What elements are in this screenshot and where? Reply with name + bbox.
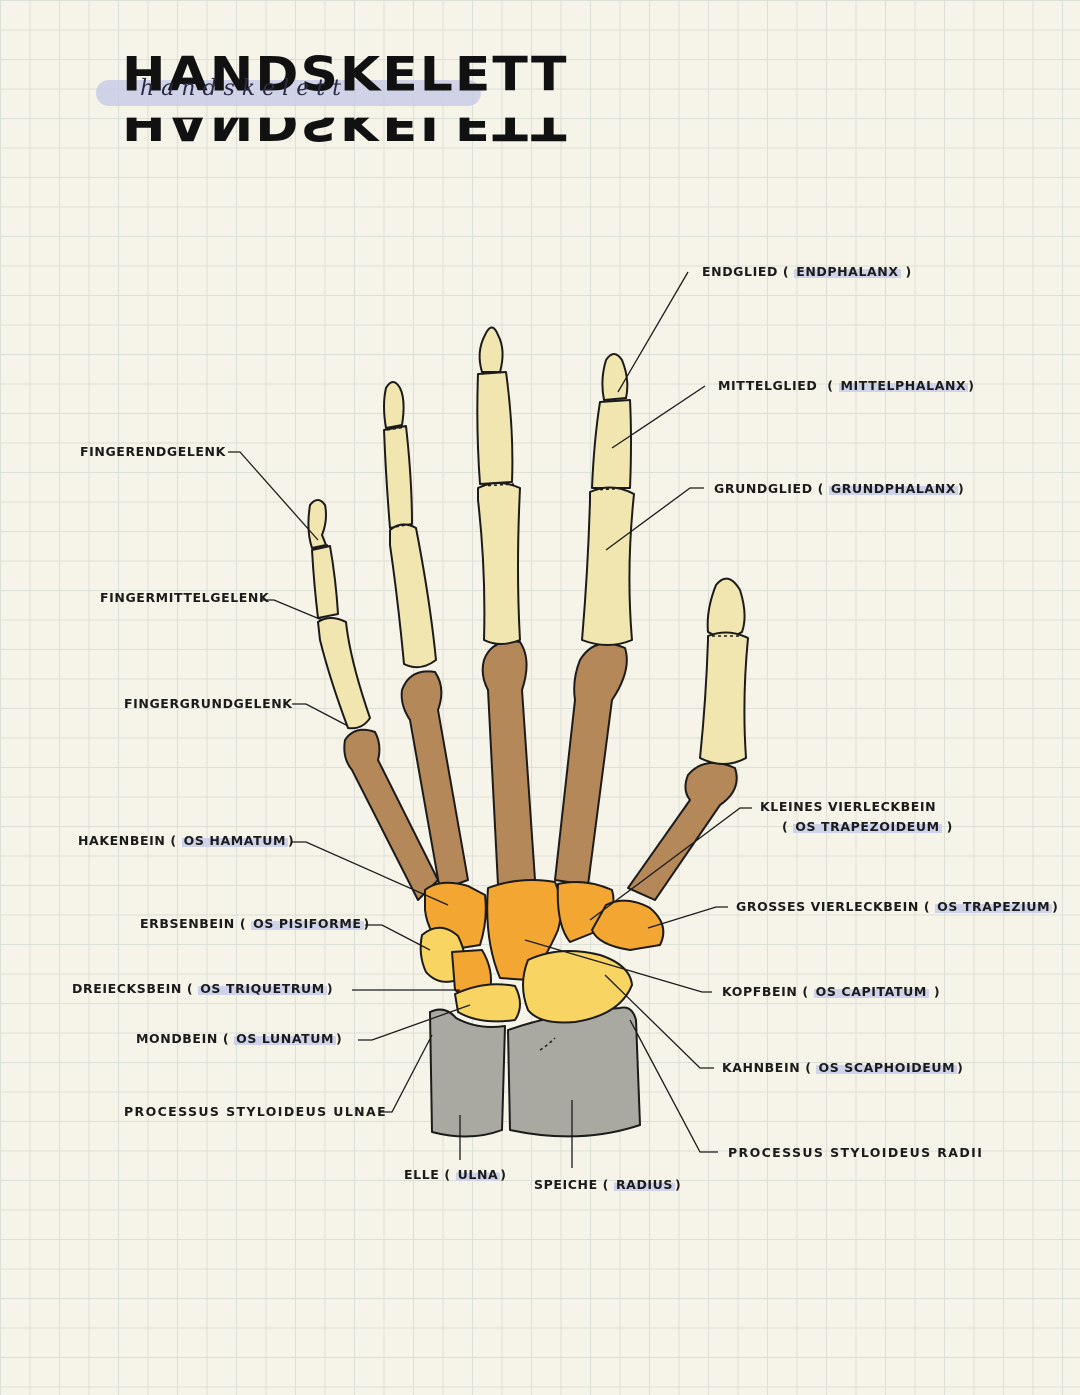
label-mondbein-latin: OS LUNATUM [234, 1031, 337, 1046]
label-proc-ulnae: PROCESSUS STYLOIDEUS ULNAE [124, 1104, 388, 1119]
label-kopfbein: KOPFBEIN ( OS CAPITATUM ) [722, 984, 941, 999]
label-mittelglied-latin: MITTELPHALANX [838, 378, 969, 393]
leader-proc-radii [629, 1019, 718, 1153]
phalanx-ring-distal [383, 381, 405, 429]
leader-fingergrundgelenk [292, 703, 349, 727]
phalanx-ring-proximal [389, 523, 437, 669]
label-hakenbein: HAKENBEIN ( OS HAMATUM) [78, 833, 295, 848]
phalanx-middle-distal [478, 326, 504, 373]
label-erbsenbein: ERBSENBEIN ( OS PISIFORME) [140, 916, 370, 931]
label-speiche-latin: RADIUS [613, 1177, 676, 1192]
leader-kopfbein [524, 939, 712, 993]
phalanx-index-proximal [581, 486, 635, 646]
leader-grosses [647, 906, 728, 929]
metacarpal-middle [481, 640, 536, 886]
label-mittelglied: MITTELGLIED ( MITTELPHALANX) [718, 378, 975, 393]
leader-endglied [617, 271, 689, 393]
phalanx-pinky-distal [307, 499, 327, 549]
phalanx-thumb-distal [706, 577, 746, 638]
label-endglied-latin: ENDPHALANX [794, 264, 901, 279]
label-grosses-vieleckbein: GROSSES VIERLECKBEIN ( OS TRAPEZIUM) [736, 899, 1059, 914]
phalanx-middle-middle [476, 371, 514, 485]
lunate-bone [454, 983, 521, 1023]
label-fingermittelgelenk: FINGERMITTELGELENK [100, 590, 270, 605]
scaphoid-bone [522, 950, 633, 1024]
phalanx-index-middle [591, 399, 632, 489]
trapezium-bone [591, 899, 665, 951]
phalanx-pinky-middle [311, 545, 339, 619]
label-elle-latin: ULNA [455, 1167, 501, 1182]
label-proc-radii: PROCESSUS STYLOIDEUS RADII [728, 1145, 984, 1160]
leader-fingermittelgelenk [260, 599, 323, 621]
label-endglied: ENDGLIED ( ENDPHALANX ) [702, 264, 912, 279]
leader-kleines [589, 807, 752, 921]
leader-fingerendgelenk [228, 451, 319, 541]
page-title-script: handskelett [140, 76, 348, 101]
ulna-bone [429, 1008, 506, 1138]
label-dreiecksbein: DREIECKSBEIN ( OS TRIQUETRUM) [72, 981, 334, 996]
phalanx-thumb-proximal [699, 631, 749, 765]
label-grosses-vieleckbein-latin: OS TRAPEZIUM [935, 899, 1053, 914]
leader-mondbein [358, 1004, 471, 1041]
leader-mittelglied [611, 385, 706, 449]
label-dreiecksbein-latin: OS TRIQUETRUM [198, 981, 327, 996]
leader-proc-ulnae [380, 1034, 433, 1113]
phalanx-ring-middle [383, 425, 413, 529]
label-kleines-vieleckbein-latin: OS TRAPEZOIDEUM [793, 819, 942, 834]
title-block: HANDSKELETT HANDSKELETT handskelett [96, 40, 496, 150]
label-fingerendgelenk: FINGERENDGELENK [80, 444, 226, 459]
page-title: HANDSKELETT [122, 48, 569, 102]
label-grundglied: GRUNDGLIED ( GRUNDPHALANX) [714, 481, 965, 496]
label-speiche: SPEICHE ( RADIUS) [534, 1177, 682, 1192]
label-kleines-vieleckbein: KLEINES VIERLECKBEIN [760, 799, 937, 814]
phalanx-index-distal [601, 353, 629, 401]
radius-bone [507, 1006, 641, 1138]
label-kleines-vieleckbein-latin-line: ( OS TRAPEZOIDEUM ) [782, 819, 953, 834]
leader-hakenbein [292, 841, 449, 906]
label-hakenbein-latin: OS HAMATUM [181, 833, 288, 848]
leader-grundglied [605, 487, 704, 551]
leader-erbsenbein [365, 924, 431, 951]
label-kahnbein-latin: OS SCAPHOIDEUM [816, 1060, 958, 1075]
label-kahnbein: KAHNBEIN ( OS SCAPHOIDEUM) [722, 1060, 964, 1075]
metacarpal-pinky [343, 728, 439, 901]
label-grundglied-latin: GRUNDPHALANX [828, 481, 958, 496]
label-elle: ELLE ( ULNA) [404, 1167, 507, 1182]
phalanx-middle-proximal [477, 482, 521, 645]
label-fingergrundgelenk: FINGERGRUNDGELENK [124, 696, 293, 711]
phalanx-pinky-proximal [317, 617, 371, 730]
title-highlight [96, 80, 481, 106]
metacarpal-index [554, 642, 628, 886]
leader-kahnbein [604, 974, 714, 1069]
label-erbsenbein-latin: OS PISIFORME [251, 916, 364, 931]
label-kopfbein-latin: OS CAPITATUM [813, 984, 929, 999]
label-mondbein: MONDBEIN ( OS LUNATUM) [136, 1031, 343, 1046]
metacarpal-ring [400, 670, 469, 891]
